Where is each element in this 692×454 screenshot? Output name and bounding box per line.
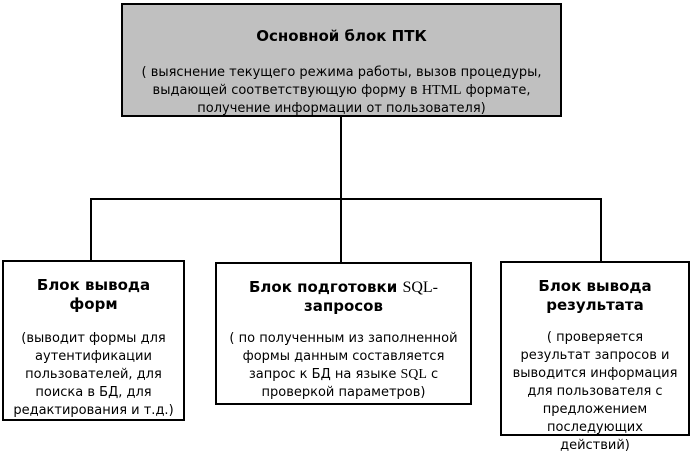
tech-term-sql: SQL- [402,279,439,296]
block-result-desc: ( проверяется результат запросов и вывод… [512,330,678,453]
title-segment: запросов [304,297,383,315]
desc-segment: с проверкой параметров) [261,367,439,400]
block-forms-title: Блок вывода форм [36,276,151,313]
block-main-desc: ( выяснение текущего режима работы, вызо… [123,64,560,118]
connector-drop-left [90,198,92,260]
tech-term-sql: SQL [400,367,427,382]
block-forms-output: Блок вывода форм (выводит формы для ауте… [2,260,185,421]
title-segment: Блок подготовки [248,278,403,296]
block-sql-preparation: Блок подготовки SQL- запросов ( по получ… [215,262,472,405]
block-sql-title: Блок подготовки SQL- запросов [217,278,470,316]
block-main-title: Основной блок ПТК [256,27,427,45]
block-result-title: Блок вывода результата [538,277,652,314]
block-main-ptk: Основной блок ПТК ( выяснение текущего р… [121,3,562,117]
connector-drop-right [600,198,602,262]
block-result-output: Блок вывода результата ( проверяется рез… [500,261,690,453]
connector-horizontal-bar [90,198,602,200]
block-forms-desc: (выводит формы для аутентификации пользо… [13,331,174,418]
tech-term-html: HTML [421,83,462,98]
connector-root-stem [340,117,342,262]
desc-segment: ( по полученным из заполненной формы дан… [229,331,458,382]
block-sql-desc: ( по полученным из заполненной формы дан… [217,330,470,402]
desc-segment: формате, получение информации от пользов… [197,83,531,116]
desc-segment: ( выяснение текущего режима работы, вызо… [141,65,542,98]
